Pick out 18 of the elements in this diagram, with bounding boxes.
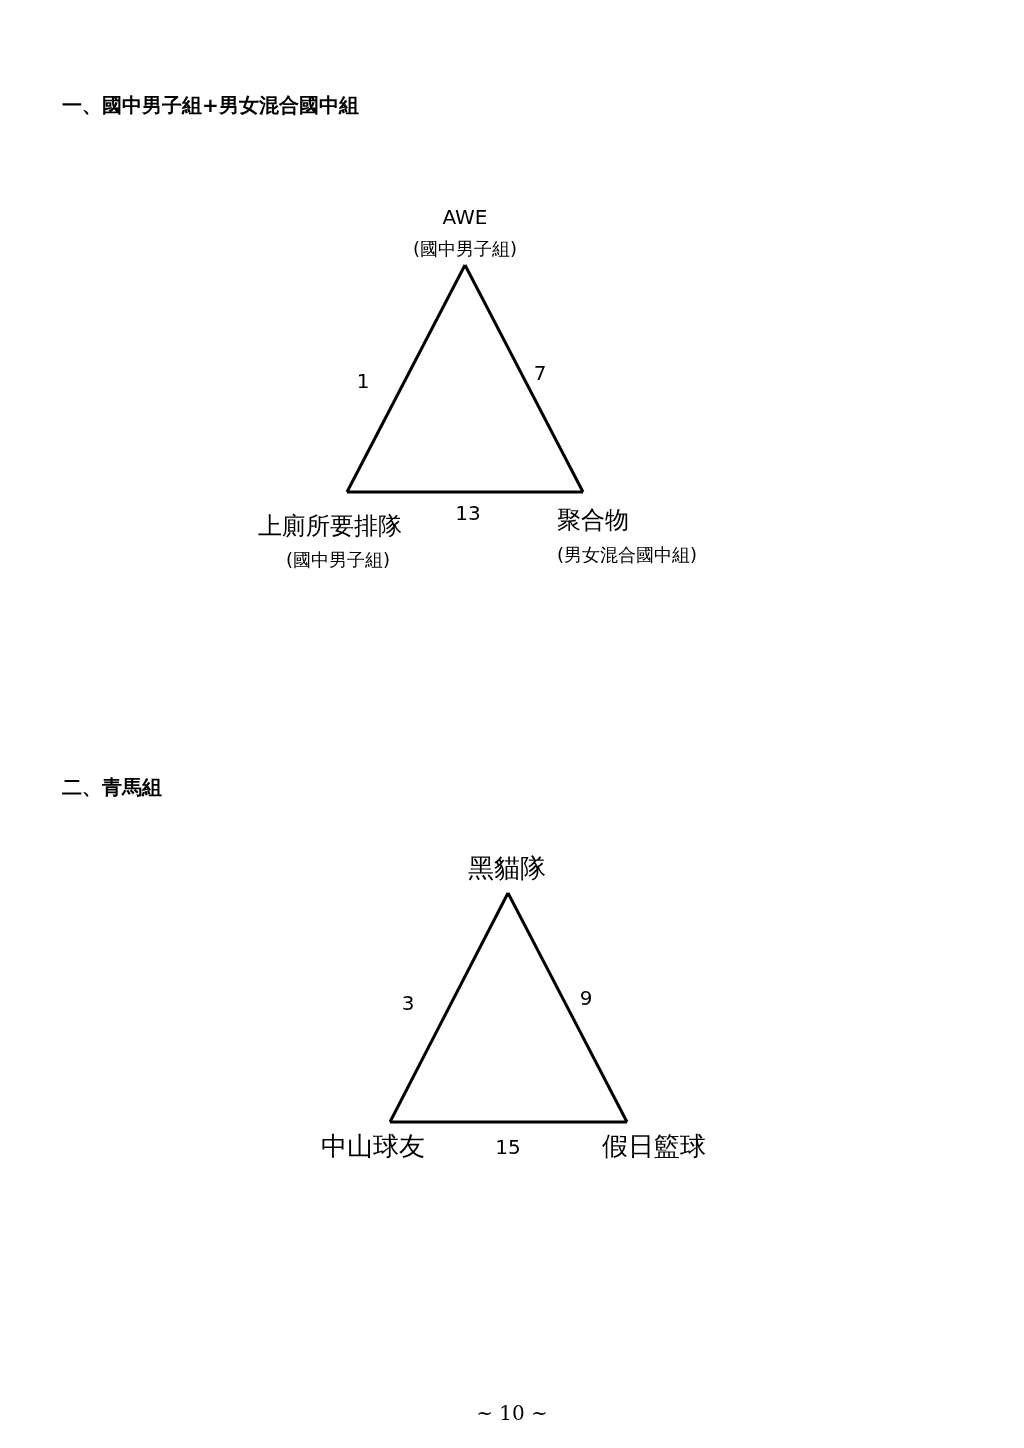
- group-label: (國中男子組): [286, 549, 390, 571]
- team-name: 黑貓隊: [468, 854, 546, 884]
- triangle-side: [390, 1120, 627, 1124]
- team-name: 假日籃球: [602, 1132, 706, 1162]
- group-label: (國中男子組): [413, 238, 517, 260]
- triangle-side: [388, 892, 510, 1123]
- section-heading: 一、國中男子組+男女混合國中組: [62, 93, 359, 117]
- group-label: (男女混合國中組): [557, 544, 698, 566]
- team-name: AWE: [442, 205, 488, 229]
- team-name: 聚合物: [557, 507, 629, 535]
- triangle-side: [345, 264, 467, 493]
- triangle-side: [463, 264, 585, 493]
- triangle-side: [347, 490, 583, 494]
- team-name: 中山球友: [321, 1132, 425, 1162]
- section-heading: 二、青馬組: [62, 775, 162, 799]
- team-name: 上廁所要排隊: [258, 513, 402, 541]
- triangle-side: [506, 892, 629, 1123]
- page-number: ~ 10 ~: [476, 1401, 548, 1425]
